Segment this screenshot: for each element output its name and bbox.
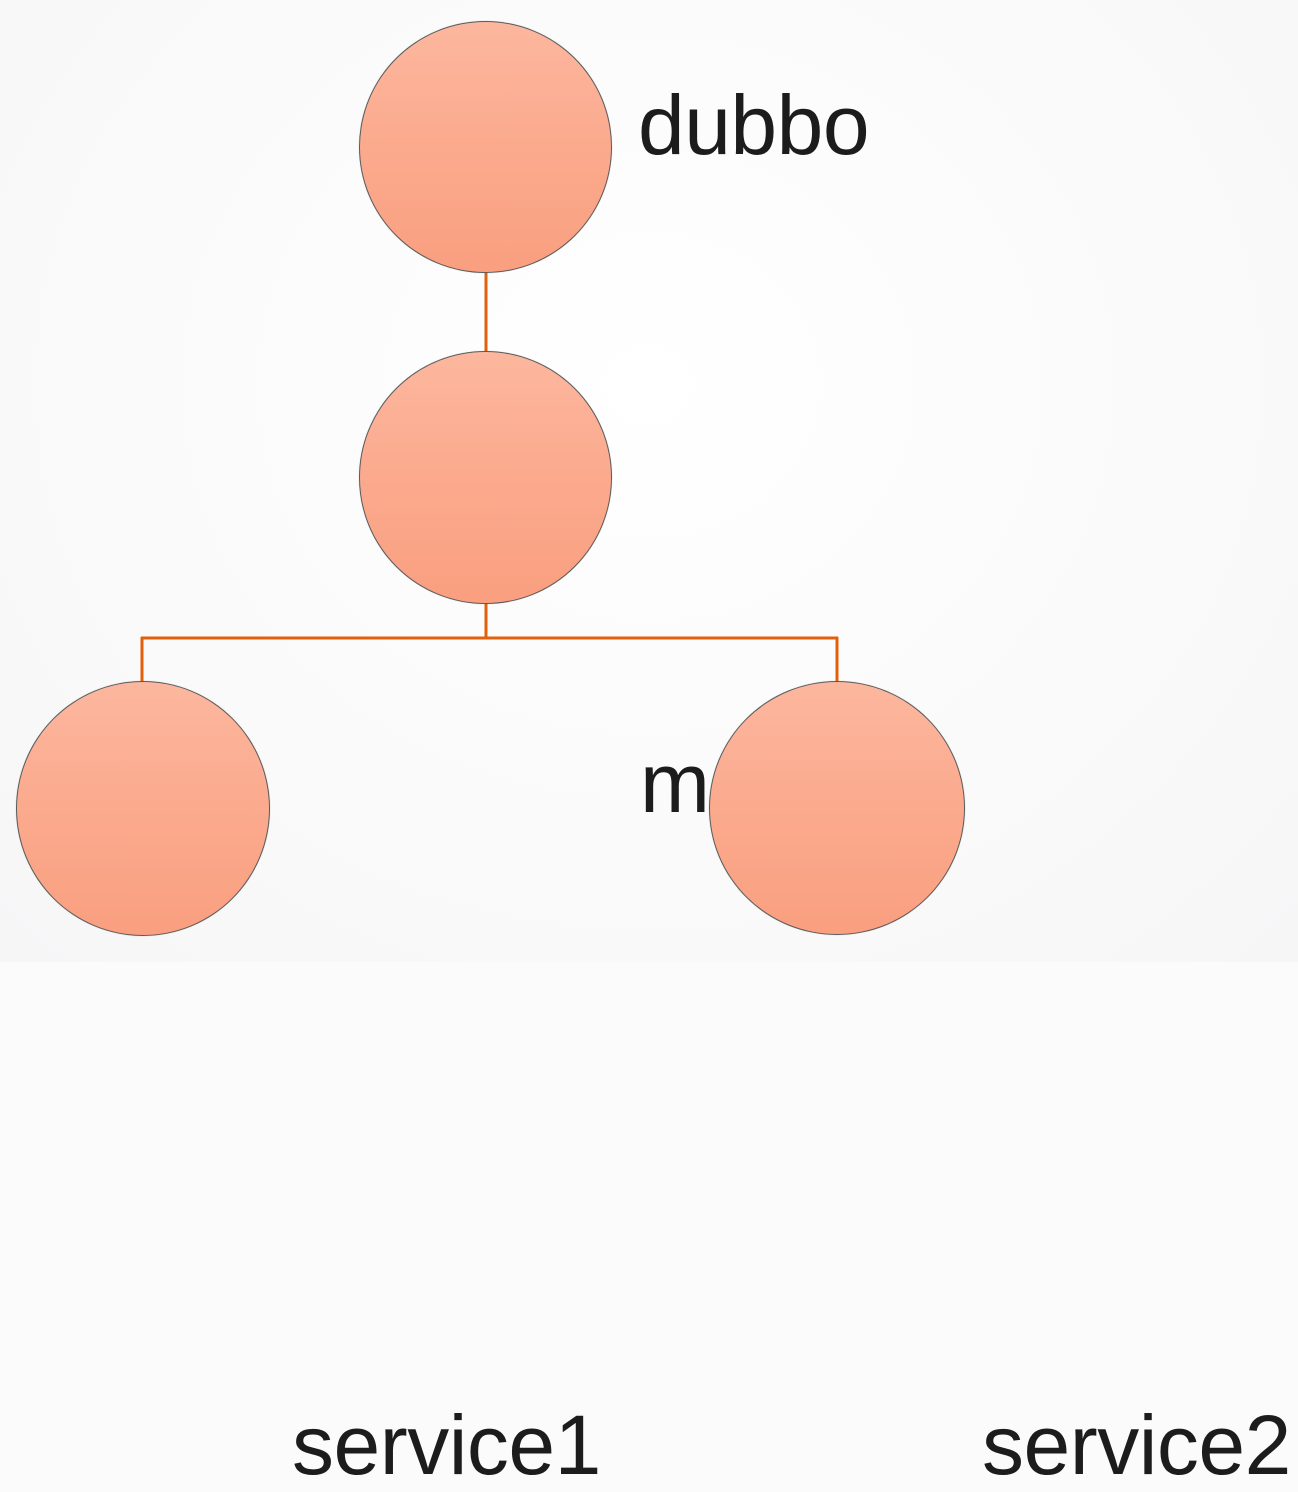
node-dubbo[interactable]: dubbo xyxy=(359,21,870,273)
node-dubbo-label: dubbo xyxy=(638,78,870,172)
node-service2-label: service2 xyxy=(982,1398,1291,1492)
node-mapping[interactable]: mapping xyxy=(359,351,959,825)
node-service2[interactable]: service2 xyxy=(709,681,1291,1487)
node-service1-circle[interactable] xyxy=(16,681,270,936)
edge-layer xyxy=(140,270,839,686)
node-service1[interactable]: service1 xyxy=(16,681,601,1487)
node-mapping-circle[interactable] xyxy=(359,351,612,604)
node-service1-label: service1 xyxy=(292,1398,601,1492)
node-service2-circle[interactable] xyxy=(709,681,965,935)
node-dubbo-circle[interactable] xyxy=(359,21,612,273)
